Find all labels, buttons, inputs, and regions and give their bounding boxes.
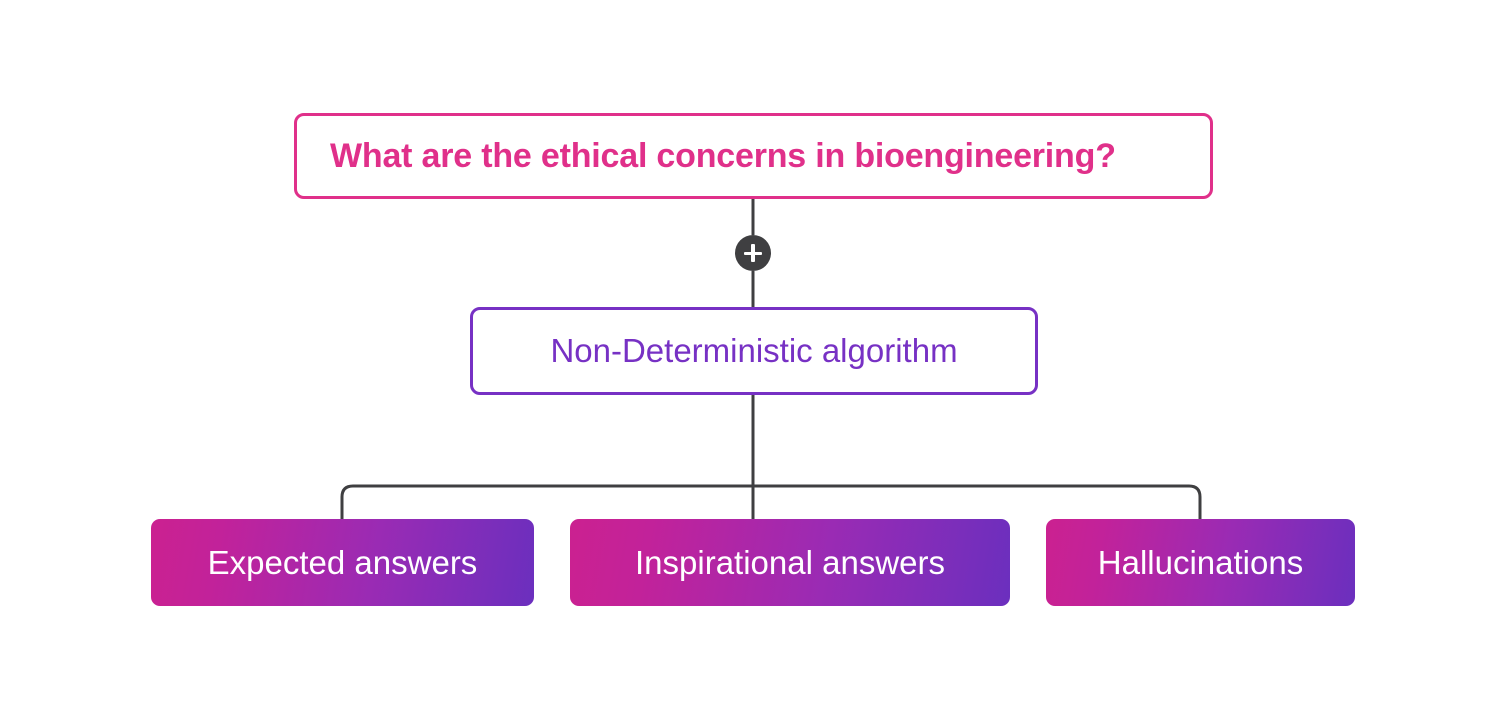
node-hallucinations-label: Hallucinations [1097, 543, 1304, 581]
expand-plus-icon[interactable] [735, 235, 771, 271]
node-expected-answers-label: Expected answers [207, 543, 478, 581]
node-algorithm-label: Non-Deterministic algorithm [550, 332, 958, 369]
node-algorithm[interactable]: Non-Deterministic algorithm [470, 307, 1038, 395]
node-expected-answers[interactable]: Expected answers [151, 519, 534, 606]
node-hallucinations[interactable]: Hallucinations [1046, 519, 1355, 606]
node-inspirational-answers[interactable]: Inspirational answers [570, 519, 1010, 606]
plus-vertical-bar [751, 244, 755, 262]
node-question[interactable]: What are the ethical concerns in bioengi… [294, 113, 1213, 199]
node-question-label: What are the ethical concerns in bioengi… [330, 136, 1116, 175]
connector-branch-bus [340, 484, 1202, 521]
node-inspirational-answers-label: Inspirational answers [635, 543, 945, 581]
